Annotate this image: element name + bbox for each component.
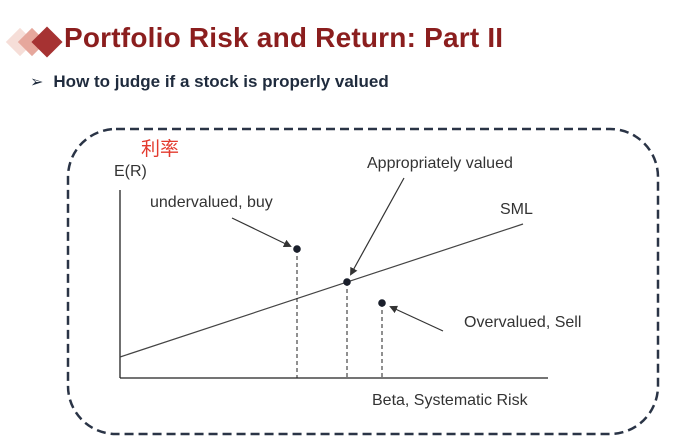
slide-title: Portfolio Risk and Return: Part II (64, 22, 504, 53)
overvalued-label: Overvalued, Sell (464, 314, 582, 331)
diamond-logo-icon (5, 26, 63, 58)
bullet-arrow-icon: ➢ (30, 74, 44, 91)
point-overvalued (378, 299, 386, 307)
handwritten-annotation: 利率 (141, 139, 180, 160)
arrow-undervalued (231, 217, 292, 247)
undervalued-label: undervalued, buy (150, 194, 273, 211)
point-undervalued (293, 245, 301, 253)
sml-label: SML (500, 201, 533, 218)
appropriate-label: Appropriately valued (367, 155, 513, 172)
arrow-appropriate (350, 177, 405, 276)
bullet-point: ➢ How to judge if a stock is properly val… (30, 72, 389, 92)
y-axis-label: E(R) (114, 163, 147, 180)
sml-line (119, 223, 524, 358)
dashed-frame (66, 127, 660, 436)
point-appropriate (343, 278, 351, 286)
arrow-overvalued (389, 305, 444, 332)
x-axis-label: Beta, Systematic Risk (372, 392, 528, 409)
bullet-text: How to judge if a stock is properly valu… (53, 72, 389, 91)
